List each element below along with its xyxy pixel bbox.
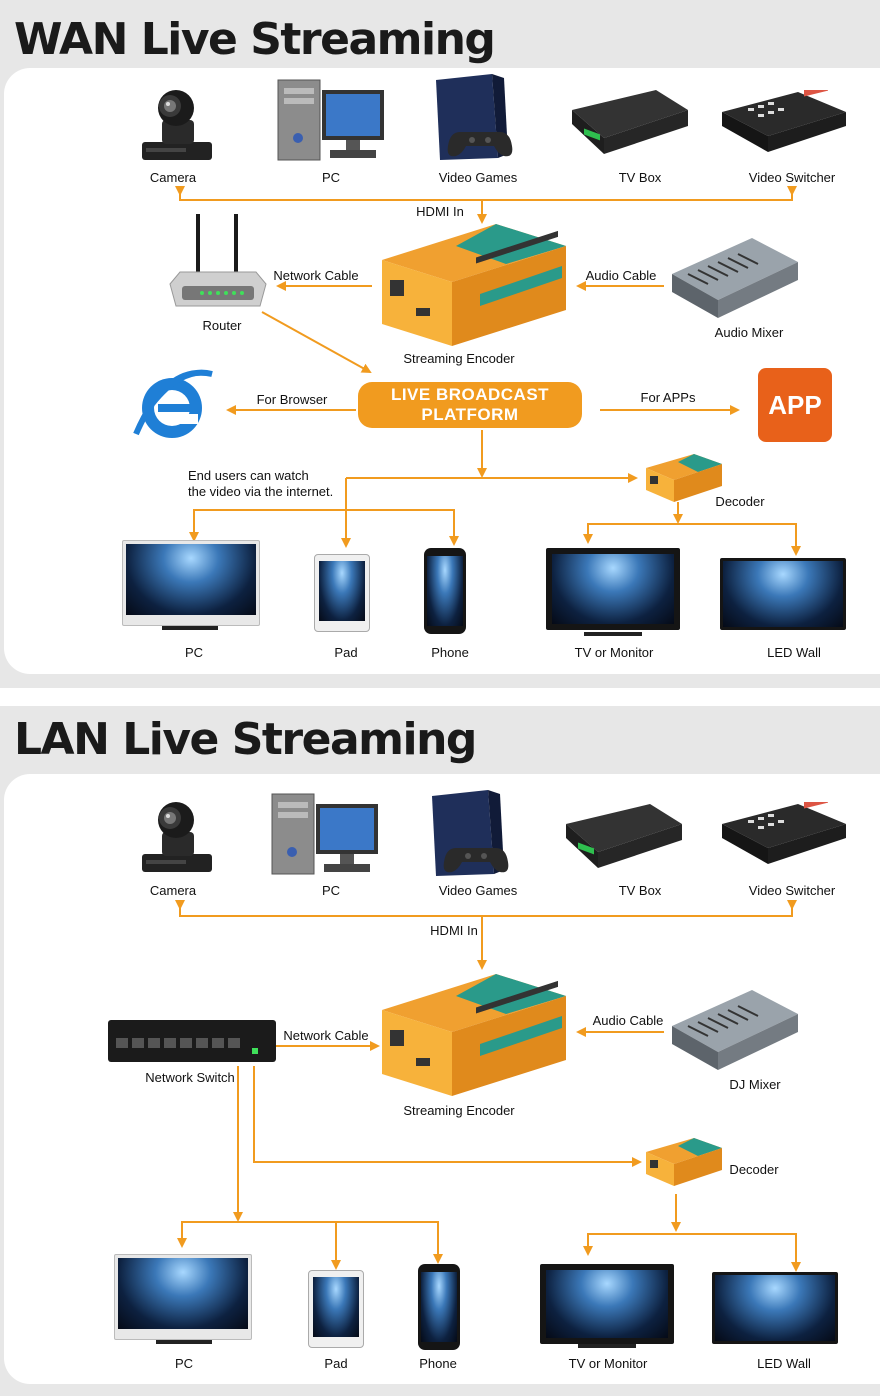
source-label-camera: Camera: [149, 170, 197, 185]
decoder-icon: [646, 1138, 722, 1186]
output-label-led-wall: LED Wall: [767, 645, 821, 660]
app-badge-text: APP: [768, 389, 822, 420]
encoder-icon: [382, 224, 566, 346]
video-switcher-icon: [722, 90, 846, 152]
game-console-icon: [432, 790, 509, 876]
lan-encoder-label: Streaming Encoder: [403, 1103, 515, 1118]
lan-source-label-video-switcher: Video Switcher: [748, 883, 836, 898]
lan-output-label-tv-monitor: TV or Monitor: [568, 1356, 648, 1371]
led-wall-icon: [720, 558, 846, 630]
output-label-tv-monitor: TV or Monitor: [574, 645, 654, 660]
audio-mixer-icon: [672, 990, 798, 1070]
video-switcher-icon: [722, 802, 846, 864]
router-icon: [169, 214, 267, 307]
network-switch-icon: [108, 1020, 276, 1062]
monitor-icon: [122, 540, 260, 626]
output-label-phone: Phone: [431, 645, 469, 660]
audio-mixer-label: Audio Mixer: [714, 325, 784, 340]
lan-title: LAN Live Streaming: [14, 714, 477, 765]
tablet-icon: [308, 1270, 364, 1348]
router-label: Router: [202, 318, 242, 333]
monitor-stand: [156, 1340, 212, 1344]
decoder-icon: [646, 454, 722, 502]
network-switch-label: Network Switch: [145, 1070, 235, 1085]
encoder-label: Streaming Encoder: [403, 351, 515, 366]
for-browser-label: For Browser: [256, 392, 328, 407]
tv-stand: [578, 1344, 636, 1348]
lan-source-label-camera: Camera: [149, 883, 197, 898]
monitor-stand: [162, 626, 218, 630]
tv-stand: [584, 632, 642, 636]
wan-title: WAN Live Streaming: [14, 14, 496, 65]
camera-icon: [142, 802, 212, 872]
hdmi-in-label: HDMI In: [416, 204, 464, 219]
note-line2: the video via the internet.: [188, 484, 334, 499]
network-cable-label: Network Cable: [273, 268, 359, 283]
pc-icon: [271, 793, 378, 875]
phone-icon: [424, 548, 466, 634]
output-label-pc: PC: [184, 645, 204, 660]
audio-cable-label: Audio Cable: [585, 268, 657, 283]
lan-output-label-phone: Phone: [419, 1356, 457, 1371]
tv-icon: [546, 548, 680, 630]
game-console-icon: [436, 74, 513, 160]
note-line1: End users can watch: [188, 468, 309, 483]
led-wall-icon: [712, 1272, 838, 1344]
monitor-icon: [114, 1254, 252, 1340]
tv-box-icon: [566, 804, 682, 868]
source-label-video-switcher: Video Switcher: [748, 170, 836, 185]
live-broadcast-platform: LIVE BROADCAST PLATFORM: [358, 382, 582, 428]
for-apps-label: For APPs: [640, 390, 696, 405]
lan-source-label-video-games: Video Games: [438, 883, 518, 898]
decoder-label: Decoder: [715, 494, 765, 509]
source-label-pc: PC: [321, 170, 341, 185]
lan-decoder-label: Decoder: [729, 1162, 779, 1177]
lan-output-label-led-wall: LED Wall: [757, 1356, 811, 1371]
source-label-tv-box: TV Box: [618, 170, 662, 185]
dj-mixer-label: DJ Mixer: [729, 1077, 781, 1092]
lan-audio-cable-label: Audio Cable: [592, 1013, 664, 1028]
tv-box-icon: [572, 90, 688, 154]
tv-icon: [540, 1264, 674, 1344]
tablet-icon: [314, 554, 370, 632]
encoder-icon: [382, 974, 566, 1096]
app-icon: APP: [758, 368, 832, 442]
lan-output-label-pad: Pad: [324, 1356, 348, 1371]
lan-network-cable-label: Network Cable: [283, 1028, 369, 1043]
lan-source-label-pc: PC: [321, 883, 341, 898]
browser-icon: [133, 369, 213, 438]
lan-output-label-pc: PC: [174, 1356, 194, 1371]
platform-line2: PLATFORM: [421, 405, 519, 424]
pc-icon: [277, 79, 384, 161]
phone-icon: [418, 1264, 460, 1350]
lan-source-label-tv-box: TV Box: [618, 883, 662, 898]
audio-mixer-icon: [672, 238, 798, 318]
source-label-video-games: Video Games: [438, 170, 518, 185]
lan-hdmi-in-label: HDMI In: [430, 923, 478, 938]
camera-icon: [142, 90, 212, 160]
platform-line1: LIVE BROADCAST: [390, 385, 550, 404]
end-users-note: End users can watch the video via the in…: [188, 468, 333, 500]
output-label-pad: Pad: [334, 645, 358, 660]
